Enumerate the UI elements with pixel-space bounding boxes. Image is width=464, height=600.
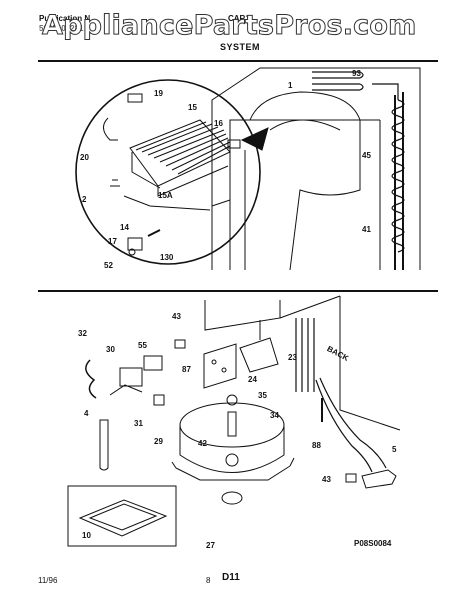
cord-5	[361, 469, 397, 489]
section-title: SYSTEM	[220, 42, 261, 52]
drain-pan-inset	[67, 485, 177, 547]
timer-23	[239, 337, 279, 373]
callout-17: 17	[108, 237, 117, 246]
callout-2: 2	[82, 195, 87, 204]
callout-130: 130	[160, 253, 174, 262]
callout-24: 24	[248, 375, 257, 384]
back-wall	[204, 295, 401, 431]
footer-page: 8	[206, 576, 211, 585]
diagram-code: P08S0084	[354, 539, 392, 548]
callout-15: 15	[188, 103, 197, 112]
bracket-24	[203, 343, 237, 389]
detail-arrow	[240, 127, 269, 151]
callout-34: 34	[270, 411, 279, 420]
wire-20	[103, 117, 118, 141]
part-52-shape	[128, 248, 136, 256]
callout-31: 31	[134, 419, 143, 428]
callout-32: 32	[78, 329, 87, 338]
part-130-shape	[147, 229, 161, 237]
callout-4: 4	[84, 409, 89, 418]
callout-5: 5	[392, 445, 397, 454]
callout-55: 55	[138, 341, 147, 350]
callout-27: 27	[206, 541, 215, 550]
callout-29: 29	[154, 437, 163, 446]
callout-19: 19	[154, 89, 163, 98]
callout-23: 23	[288, 353, 297, 362]
callout-88: 88	[312, 441, 321, 450]
callout-15a: 15A	[158, 191, 173, 200]
tube-14	[123, 195, 211, 211]
wire-32	[85, 359, 97, 399]
part-16-shape	[227, 139, 241, 149]
callout-30: 30	[106, 345, 115, 354]
callout-43b: 43	[322, 475, 331, 484]
part-43b-shape	[345, 473, 357, 483]
section-divider	[38, 290, 438, 292]
watermark-logo: AppliancePartsPros.com	[41, 10, 417, 42]
callout-42: 42	[198, 439, 207, 448]
cabinet-outline	[211, 67, 421, 271]
drain-pan	[78, 499, 168, 537]
callout-43: 43	[172, 312, 181, 321]
callout-14: 14	[120, 223, 129, 232]
callout-93: 93	[352, 69, 361, 78]
callout-16: 16	[214, 119, 223, 128]
callout-35: 35	[258, 391, 267, 400]
drier-4	[99, 419, 109, 471]
header-rule	[38, 60, 438, 62]
part-43-shape	[174, 339, 186, 349]
part-17-shape	[127, 237, 143, 251]
callout-20: 20	[80, 153, 89, 162]
model-prefix: CAR1	[228, 14, 250, 23]
relay-overload	[109, 355, 165, 406]
condenser-coil	[312, 71, 405, 253]
detail-circle	[75, 79, 261, 265]
footer-section: D11	[222, 572, 240, 583]
publication-number: 5995400281	[39, 24, 84, 33]
callout-1: 1	[288, 81, 293, 90]
callout-45: 45	[362, 151, 371, 160]
publication-label: Publication N	[39, 14, 91, 23]
compressor	[171, 394, 295, 505]
callout-87: 87	[182, 365, 191, 374]
part-2-shape	[110, 179, 120, 187]
part-19-shape	[127, 93, 143, 103]
footer-date: 11/96	[38, 576, 58, 585]
callout-52: 52	[104, 261, 113, 270]
callout-41: 41	[362, 225, 371, 234]
callout-10: 10	[82, 531, 91, 540]
evaporator-coil	[129, 119, 231, 207]
harness	[295, 318, 387, 473]
